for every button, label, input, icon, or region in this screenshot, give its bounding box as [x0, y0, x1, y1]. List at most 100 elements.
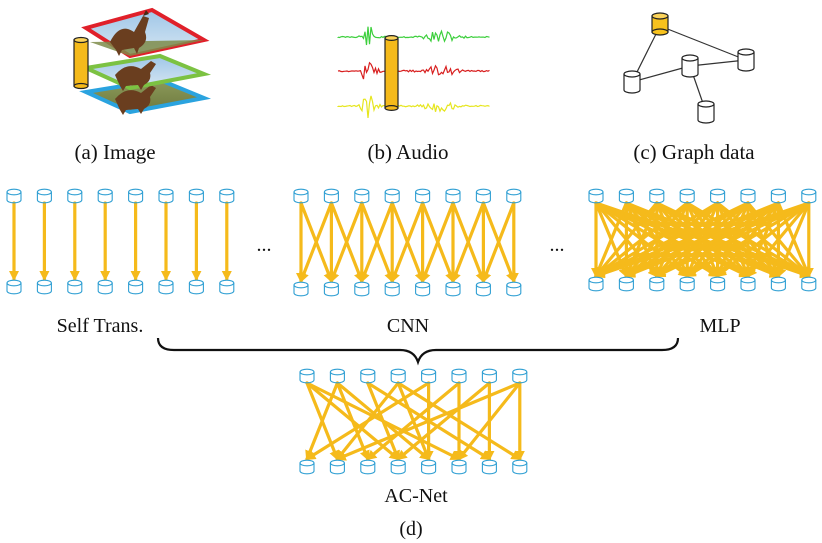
- cylinder-node-icon: [354, 188, 370, 204]
- cylinder-node-icon: [445, 281, 461, 297]
- cylinder-node-icon: [649, 276, 665, 292]
- cylinder-node-icon: [128, 188, 144, 204]
- cylinder-node-icon: [329, 459, 345, 475]
- cylinder-node-icon: [649, 188, 665, 204]
- cylinder-node-icon: [293, 188, 309, 204]
- cylinder-node-icon: [801, 276, 817, 292]
- cylinder-node-icon: [445, 188, 461, 204]
- cylinder-node-icon: [6, 188, 22, 204]
- cylinder-node-icon: [740, 276, 756, 292]
- cnn-connection-arrow: [329, 201, 364, 283]
- curly-brace: [156, 337, 680, 366]
- cylinder-node-icon: [421, 459, 437, 475]
- graph-node: [681, 54, 699, 78]
- image-layer-blue: [79, 77, 212, 115]
- cylinder-node-icon: [390, 368, 406, 384]
- cylinder-node-icon: [618, 276, 634, 292]
- cylinder-node-icon: [97, 279, 113, 295]
- cylinder-node-icon: [323, 281, 339, 297]
- mlp-connection-arrow: [594, 201, 689, 278]
- cylinder-node-icon: [421, 368, 437, 384]
- waveform-yellow: [337, 95, 490, 119]
- mlp-connection-arrow: [776, 201, 811, 278]
- acnet-connection-arrow: [366, 381, 400, 461]
- acnet-arrows: [305, 381, 525, 462]
- cylinder-node-icon: [679, 188, 695, 204]
- cylinder-node-icon: [512, 368, 528, 384]
- mlp-connection-arrow: [624, 201, 811, 278]
- caption-graph: (c) Graph data: [633, 140, 755, 164]
- cylinder-node-icon: [588, 276, 604, 292]
- acnet-connection-arrow: [335, 381, 522, 461]
- self-trans-network: [6, 188, 235, 295]
- graph-node-highlight: [651, 12, 669, 36]
- cylinder-node-icon: [188, 279, 204, 295]
- cylinder-node-icon: [36, 279, 52, 295]
- ellipsis-left: ...: [257, 234, 272, 256]
- cylinder-node-icon: [451, 368, 467, 384]
- caption-image: (a) Image: [74, 140, 155, 164]
- cylinder-node-icon: [481, 368, 497, 384]
- cylinder-node-icon: [299, 459, 315, 475]
- cylinder-node-icon: [67, 279, 83, 295]
- cylinder-node-icon: [219, 188, 235, 204]
- cylinder-node-icon: [481, 459, 497, 475]
- mlp-connection-arrow: [594, 201, 811, 279]
- cylinder-node-icon: [128, 279, 144, 295]
- cylinder-node-icon: [770, 276, 786, 292]
- caption-self-trans: Self Trans.: [57, 315, 144, 337]
- cylinder-node-icon: [384, 281, 400, 297]
- acnet-connection-arrow: [305, 381, 339, 461]
- mlp-connection-arrow: [654, 201, 811, 278]
- cylinder-node-icon: [219, 279, 235, 295]
- cylinder-node-icon: [158, 279, 174, 295]
- cylinder-node-icon: [512, 459, 528, 475]
- acnet-connection-arrow: [457, 381, 522, 461]
- ellipsis-right: ...: [550, 234, 565, 256]
- cylinder-node-icon: [6, 279, 22, 295]
- cylinder-node-icon: [451, 459, 467, 475]
- cylinder-node-icon: [36, 188, 52, 204]
- mlp-connection-arrow: [594, 201, 781, 278]
- cylinder-node-icon: [415, 188, 431, 204]
- cylinder-node-icon: [710, 276, 726, 292]
- waveform-red: [337, 61, 490, 80]
- cylinder-node-icon: [415, 281, 431, 297]
- cylinder-node-icon: [679, 276, 695, 292]
- graph-node: [697, 100, 715, 124]
- cylinder-node-icon: [323, 188, 339, 204]
- cylinder-node-icon: [293, 281, 309, 297]
- cylinder-node-icon: [354, 281, 370, 297]
- caption-mlp: MLP: [699, 315, 740, 337]
- mlp-connection-arrow: [685, 201, 811, 278]
- cylinder-node-icon: [618, 188, 634, 204]
- acnet-connection-arrow: [305, 381, 431, 461]
- graph-node: [623, 70, 641, 94]
- mlp-connection-arrow: [715, 201, 811, 278]
- mlp-arrows: [590, 201, 814, 279]
- figure-label: (d): [399, 518, 422, 540]
- mlp-connection-arrow: [594, 201, 750, 278]
- layered-image-icon: [73, 7, 212, 115]
- cylinder-node-icon: [390, 459, 406, 475]
- cylinder-node-icon: [384, 188, 400, 204]
- cylinder-node-icon: [506, 281, 522, 297]
- cnn-network: [293, 188, 522, 297]
- mlp-connection-arrow: [594, 201, 659, 278]
- cylinder-node-icon: [475, 281, 491, 297]
- caption-cnn: CNN: [387, 315, 429, 337]
- cnn-connection-arrow: [390, 201, 425, 283]
- cylinder-node-icon: [188, 188, 204, 204]
- mlp-connection-arrow: [594, 201, 629, 278]
- feature-cylinder-icon: [73, 36, 89, 90]
- waveform-green: [337, 26, 490, 46]
- cylinder-node-icon: [97, 188, 113, 204]
- graph-node: [737, 48, 755, 72]
- self-trans-arrows: [8, 201, 232, 282]
- cylinder-node-icon: [360, 368, 376, 384]
- cnn-connection-arrow: [451, 201, 485, 283]
- cylinder-node-icon: [506, 188, 522, 204]
- cnn-connection-arrow: [420, 201, 455, 283]
- image-layer-red: [81, 7, 210, 59]
